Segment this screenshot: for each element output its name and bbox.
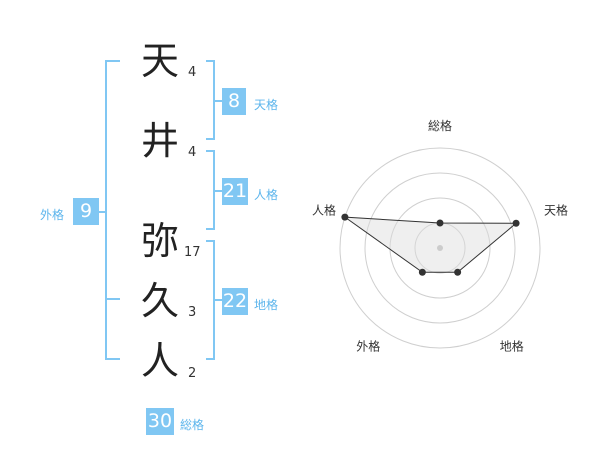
kanji-char-4: 久 [141, 279, 180, 323]
tenkaku-bracket-vertical [213, 60, 215, 140]
radar-axis-label: 外格 [356, 339, 380, 354]
chikaku-bracket-tick [215, 299, 222, 301]
chikaku-bracket-bottom [206, 358, 215, 360]
stroke-count-5: 2 [188, 366, 197, 381]
kanji-char-5: 人 [141, 339, 180, 383]
radar-point [436, 219, 444, 227]
radar-grid [339, 147, 541, 349]
chikaku-label: 地格 [254, 298, 279, 312]
gaikaku-bracket-mid [107, 298, 120, 300]
radar-ring [364, 172, 516, 324]
radar-point [454, 268, 462, 276]
jinkaku-bracket-tick [215, 190, 222, 192]
kanji-char-2: 井 [141, 119, 180, 163]
tenkaku-label: 天格 [254, 98, 279, 112]
radar-axis-label: 天格 [544, 202, 568, 217]
tenkaku-bracket-bottom [206, 138, 215, 140]
soukaku-value-badge: 30 [146, 408, 174, 435]
tenkaku-bracket-top [206, 60, 215, 62]
radar-point [512, 219, 520, 227]
gaikaku-value-badge: 9 [73, 198, 99, 225]
stroke-count-2: 4 [188, 145, 197, 160]
jinkaku-bracket-vertical [213, 150, 215, 230]
radar-point [418, 268, 426, 276]
stroke-count-1: 4 [188, 65, 197, 80]
gaikaku-bracket-tick [99, 211, 105, 213]
radar-center-dot [437, 245, 443, 251]
radar-ring [389, 197, 491, 299]
jinkaku-label: 人格 [254, 188, 279, 202]
tenkaku-value-badge: 8 [222, 88, 246, 115]
chikaku-value-badge: 22 [222, 288, 248, 315]
soukaku-label: 総格 [180, 418, 205, 432]
chikaku-bracket-top [206, 240, 215, 242]
stroke-count-3: 17 [184, 245, 201, 260]
radar-axis-label: 人格 [312, 202, 336, 217]
radar-points [341, 213, 520, 276]
chikaku-bracket-vertical [213, 240, 215, 360]
gaikaku-bracket-bottom [105, 358, 120, 360]
radar-axis-label: 総格 [428, 118, 452, 133]
kanji-char-3: 弥 [141, 219, 180, 263]
jinkaku-bracket-bottom [206, 228, 215, 230]
gaikaku-bracket-vertical [105, 60, 107, 360]
jinkaku-bracket-top [206, 150, 215, 152]
radar-axis-label: 地格 [500, 339, 524, 354]
radar-ring [339, 147, 541, 349]
stroke-count-4: 3 [188, 305, 197, 320]
radar-data-polygon [343, 216, 518, 273]
jinkaku-value-badge: 21 [222, 178, 248, 205]
radar-point [341, 213, 349, 221]
gaikaku-label: 外格 [40, 208, 65, 222]
gaikaku-bracket-top [105, 60, 120, 62]
kanji-char-1: 天 [141, 39, 180, 83]
tenkaku-bracket-tick [215, 100, 222, 102]
